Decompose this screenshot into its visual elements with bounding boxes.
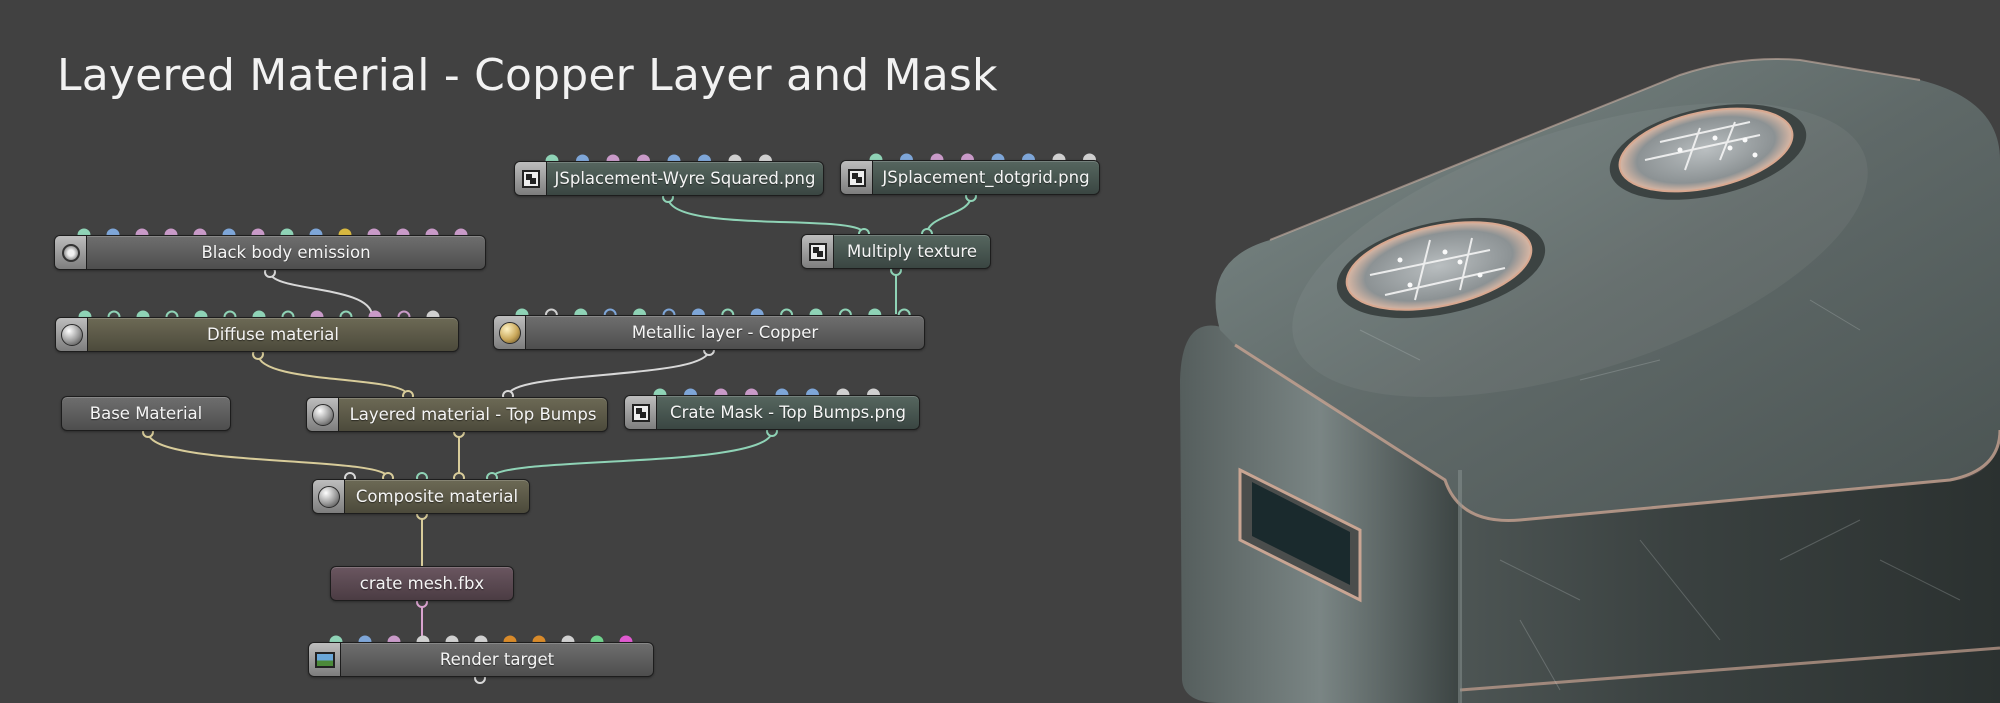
node-label: Composite material — [355, 487, 519, 506]
node-diffuse-material[interactable]: Diffuse material — [55, 317, 459, 352]
node-jsplacement-wyre[interactable]: JSplacement-Wyre Squared.png — [514, 161, 824, 196]
node-composite-material[interactable]: Composite material — [312, 479, 530, 514]
node-label: Crate Mask - Top Bumps.png — [670, 403, 906, 422]
crate-rim-highlight — [1234, 343, 2000, 522]
node-label: JSplacement-Wyre Squared.png — [554, 169, 816, 188]
node-label: Metallic layer - Copper — [631, 323, 819, 342]
wire-base-to-composite — [147, 431, 389, 479]
top-disc-left — [1336, 217, 1546, 319]
crate-render — [1180, 58, 2000, 703]
crate-bottom-band — [1459, 646, 2000, 692]
crate-front-face — [1460, 430, 2000, 703]
wire-blackbody-to-diffuse — [269, 271, 373, 317]
node-crate-mesh[interactable]: crate mesh.fbx — [330, 566, 514, 601]
sphere-icon — [313, 480, 345, 513]
page-title: Layered Material - Copper Layer and Mask — [57, 50, 998, 101]
node-label: Layered material - Top Bumps — [349, 405, 597, 424]
node-layered-material-top-bumps[interactable]: Layered material - Top Bumps — [306, 397, 608, 432]
node-label: Diffuse material — [207, 325, 339, 344]
node-render-target[interactable]: Render target — [308, 642, 654, 677]
sphere-icon — [56, 318, 88, 351]
node-label: JSplacement_dotgrid.png — [882, 168, 1090, 187]
node-base-material[interactable]: Base Material — [61, 396, 231, 431]
texture-icon — [841, 161, 873, 194]
node-crate-mask-top-bumps[interactable]: Crate Mask - Top Bumps.png — [624, 395, 920, 430]
side-handle-slot — [1238, 467, 1362, 603]
wire-wyre-to-multiply — [667, 196, 865, 235]
wire-diffuse-to-layered — [257, 353, 409, 397]
render-preview — [1160, 0, 2000, 703]
crate-top-face — [1215, 59, 2000, 521]
crate-top-edge-highlight — [1269, 58, 1921, 241]
wire-dotgrid-to-multiply — [926, 195, 972, 235]
node-multiply-texture[interactable]: Multiply texture — [801, 234, 991, 269]
node-label: Base Material — [89, 404, 203, 423]
texture-icon — [802, 235, 834, 268]
node-label: Multiply texture — [847, 242, 977, 261]
texture-icon — [515, 162, 547, 195]
wire-mask-to-composite — [491, 430, 773, 479]
emitter-icon — [55, 236, 87, 269]
top-disc-right — [1609, 104, 1807, 200]
image-icon — [309, 643, 341, 676]
surface-scratches — [1359, 299, 1961, 691]
node-label: Black body emission — [201, 243, 371, 262]
texture-icon — [625, 396, 657, 429]
node-label: Render target — [439, 650, 555, 669]
node-label: crate mesh.fbx — [359, 574, 485, 593]
node-jsplacement-dotgrid[interactable]: JSplacement_dotgrid.png — [840, 160, 1100, 195]
node-metallic-layer-copper[interactable]: Metallic layer - Copper — [493, 315, 925, 350]
wire-metallic-to-layered — [507, 349, 710, 397]
gold-sphere-icon — [494, 316, 526, 349]
node-black-body-emission[interactable]: Black body emission — [54, 235, 486, 270]
sphere-icon — [307, 398, 339, 431]
